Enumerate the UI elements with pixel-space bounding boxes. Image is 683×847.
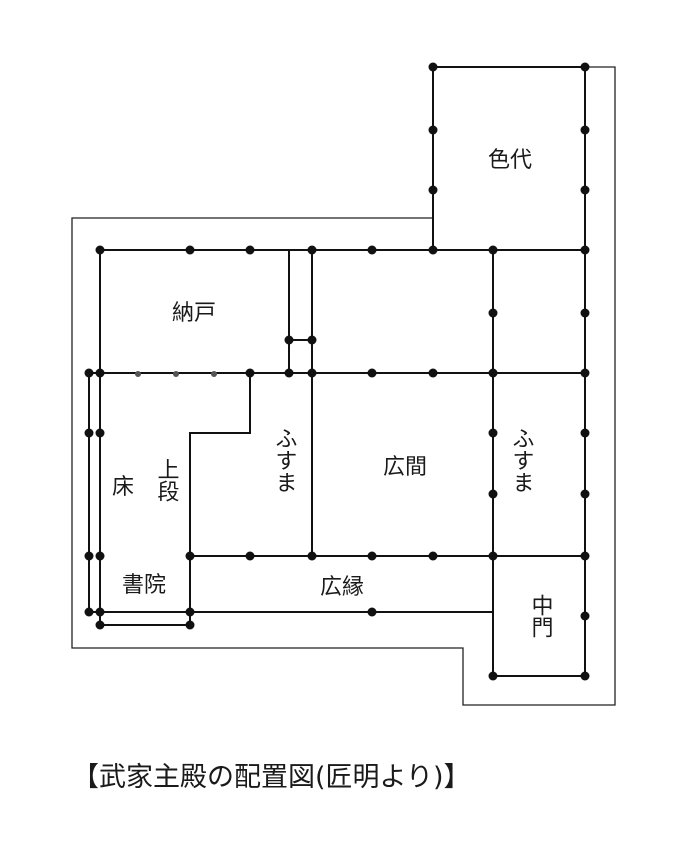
post-dot — [488, 671, 498, 681]
post-dot — [284, 368, 294, 378]
post-dot — [95, 607, 105, 617]
post-dot — [307, 551, 317, 561]
post-dot — [185, 607, 195, 617]
post-dot — [95, 620, 105, 630]
post-dot — [488, 489, 498, 499]
room-label-irodai: 色代 — [488, 148, 532, 173]
minor-post-dot — [211, 371, 217, 377]
post-dot — [185, 620, 195, 630]
room-label-hiroma: 広間 — [383, 455, 427, 480]
post-dot — [245, 551, 255, 561]
post-dot — [84, 607, 94, 617]
post-dot — [580, 245, 590, 255]
post-dot — [245, 368, 255, 378]
post-dot — [307, 245, 317, 255]
room-label-jodan: 上段 — [154, 458, 180, 502]
post-dot — [428, 185, 438, 195]
post-dot — [580, 125, 590, 135]
post-dot — [307, 335, 317, 345]
post-dot — [580, 185, 590, 195]
post-dot — [428, 368, 438, 378]
post-dot — [580, 62, 590, 72]
post-dot — [488, 428, 498, 438]
post-dot — [580, 551, 590, 561]
post-dot — [488, 308, 498, 318]
post-dot — [580, 428, 590, 438]
post-dot — [580, 611, 590, 621]
room-label-shoin: 書院 — [122, 573, 166, 598]
post-dot — [428, 62, 438, 72]
post-dot — [428, 551, 438, 561]
post-dot — [488, 551, 498, 561]
diagram-caption: 【武家主殿の配置図(匠明より)】 — [72, 762, 471, 793]
post-dot — [580, 368, 590, 378]
post-dot — [84, 551, 94, 561]
post-dot — [95, 551, 105, 561]
post-dot — [84, 368, 94, 378]
post-dot — [580, 308, 590, 318]
room-label-nando: 納戸 — [172, 301, 216, 326]
post-dot — [245, 245, 255, 255]
post-dot — [428, 245, 438, 255]
minor-post-dot — [173, 371, 179, 377]
room-label-fusuma-right: ふすま — [509, 427, 534, 493]
post-dot — [488, 245, 498, 255]
post-dot — [428, 125, 438, 135]
post-dot — [367, 607, 377, 617]
posts — [84, 62, 590, 681]
post-dot — [284, 335, 294, 345]
post-dot — [185, 245, 195, 255]
room-label-hiroen: 広縁 — [320, 575, 364, 600]
post-dot — [580, 489, 590, 499]
room-label-fusuma-left: ふすま — [272, 427, 297, 493]
room-label-toko: 床 — [112, 475, 134, 500]
post-dot — [488, 368, 498, 378]
minor-post-dot — [135, 371, 141, 377]
post-dot — [185, 551, 195, 561]
outer-boundary — [71, 66, 616, 706]
post-dot — [307, 368, 317, 378]
post-dot — [367, 551, 377, 561]
post-dot — [367, 245, 377, 255]
post-dot — [95, 368, 105, 378]
post-dot — [580, 671, 590, 681]
room-label-chumon: 中門 — [528, 594, 553, 638]
post-dot — [95, 428, 105, 438]
post-dot — [95, 245, 105, 255]
post-dot — [367, 368, 377, 378]
post-dot — [84, 428, 94, 438]
